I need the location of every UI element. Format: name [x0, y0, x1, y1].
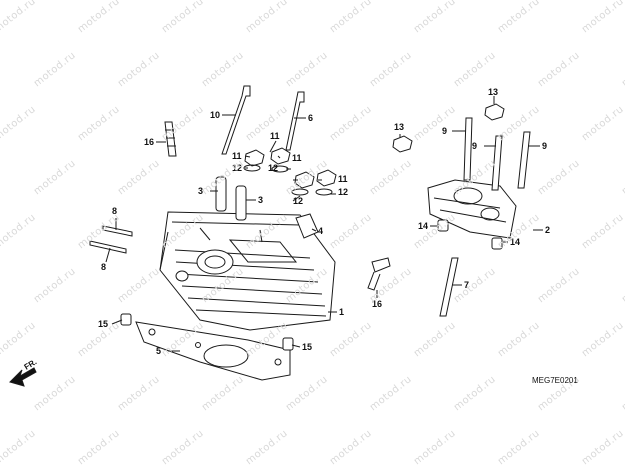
callout-11: 11	[338, 174, 348, 184]
callout-12: 12	[338, 187, 348, 197]
callout-6: 6	[308, 113, 313, 123]
callout-7: 7	[464, 280, 469, 290]
nut-13-right	[484, 103, 505, 121]
callout-14: 14	[510, 237, 520, 247]
stud-lower	[89, 240, 127, 254]
callout-3: 3	[198, 186, 203, 196]
dowel-14-right	[491, 237, 503, 250]
callout-9: 9	[442, 126, 447, 136]
head-bolt-10	[221, 85, 251, 155]
callout-11: 11	[270, 131, 280, 141]
dowel-pin-2	[282, 337, 294, 351]
callout-14: 14	[418, 221, 428, 231]
head-gasket	[135, 321, 291, 381]
spark-plug-left	[164, 121, 177, 157]
oil-orifice-tube	[295, 213, 319, 239]
nut-13-left	[392, 135, 413, 153]
stud-upper	[102, 225, 133, 237]
callout-5: 5	[156, 346, 161, 356]
callout-11: 11	[292, 153, 302, 163]
cylinder-head	[159, 211, 336, 331]
callout-4: 4	[318, 226, 323, 236]
callout-16: 16	[372, 299, 382, 309]
valve-guide-2	[235, 185, 247, 221]
callout-labels: 10 6 16 11 11 12 12 11 12 11 12 3 3 4 8 8 1 15 5 15 13 13 9 9 9 2…	[98, 87, 550, 356]
callout-11: 11	[232, 151, 242, 161]
callout-3: 3	[258, 195, 263, 205]
callout-9: 9	[472, 141, 477, 151]
valve-guide-1	[215, 176, 227, 212]
holder-bolt-3	[517, 131, 531, 189]
dowel-14-left	[437, 219, 449, 232]
callout-15: 15	[302, 342, 312, 352]
callout-12: 12	[293, 196, 303, 206]
nut-washer-set	[243, 147, 337, 196]
callout-9: 9	[542, 141, 547, 151]
holder-bolt-2	[491, 135, 503, 191]
spark-plug-right	[367, 257, 391, 291]
holder-bolt-1	[463, 117, 473, 181]
callout-16: 16	[144, 137, 154, 147]
callout-1: 1	[339, 307, 344, 317]
callout-15: 15	[98, 319, 108, 329]
leader-lines	[105, 96, 543, 352]
callout-10: 10	[210, 110, 220, 120]
callout-8: 8	[112, 206, 117, 216]
stud-7	[439, 257, 459, 317]
callout-2: 2	[545, 225, 550, 235]
head-bolt-6	[285, 91, 305, 151]
callout-12: 12	[268, 163, 278, 173]
callout-8: 8	[101, 262, 106, 272]
callout-12: 12	[232, 163, 242, 173]
diagram-code: MEG7E0201	[532, 376, 578, 385]
callout-13: 13	[488, 87, 498, 97]
callout-13: 13	[394, 122, 404, 132]
front-arrow-icon	[9, 367, 37, 387]
rocker-arm-holder	[427, 179, 517, 239]
dowel-pin-1	[120, 313, 132, 326]
